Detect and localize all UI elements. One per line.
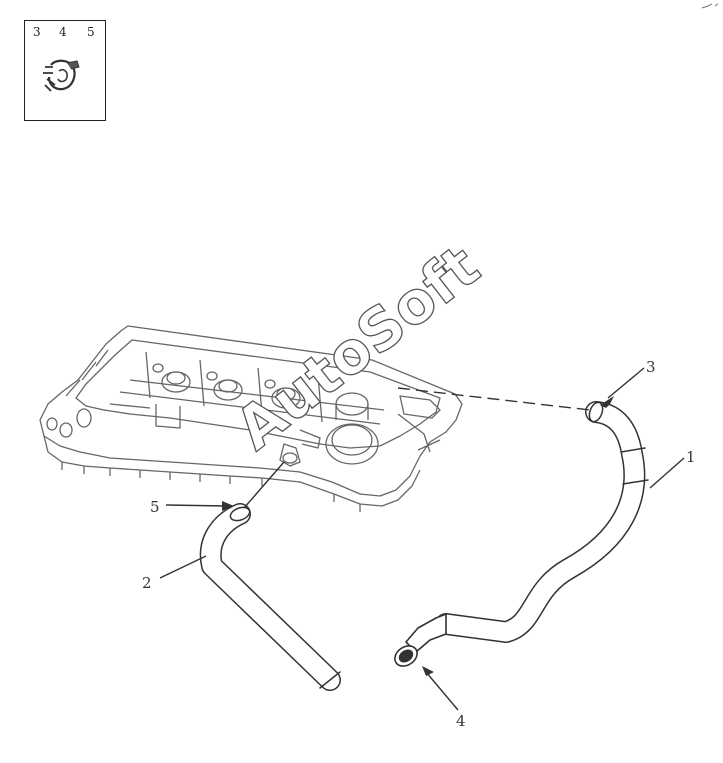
hose-2 xyxy=(199,503,341,691)
valve-cover xyxy=(39,325,463,512)
watermark: AutoSoft xyxy=(223,232,492,463)
callout-5: 5 xyxy=(150,498,160,516)
callout-5-arrowhead xyxy=(222,501,234,511)
callout-3-arrowhead xyxy=(600,396,614,408)
callout-4-arrowhead xyxy=(422,666,434,676)
legend-number-3: 3 xyxy=(33,25,41,39)
callout-1-leader xyxy=(649,457,685,489)
hose-clamp-icon xyxy=(43,59,80,92)
arrowheads xyxy=(222,396,614,676)
leader-lines xyxy=(159,367,685,711)
legend-number-4: 4 xyxy=(59,25,67,39)
callout-5-leader xyxy=(165,504,227,507)
callout-1: 1 xyxy=(686,448,696,466)
callout-4-leader xyxy=(425,671,459,711)
callout-3: 3 xyxy=(646,358,656,376)
callout-3-leader xyxy=(607,367,645,399)
elbow-fitting-4 xyxy=(394,613,447,667)
hose-1 xyxy=(435,401,649,643)
hose-2-connection-line xyxy=(243,461,285,509)
dashed-connection-line xyxy=(397,387,591,411)
corner-mark xyxy=(701,3,719,9)
callout-2-leader xyxy=(159,555,207,579)
callout-4: 4 xyxy=(456,712,466,730)
legend-box: 3 4 5 xyxy=(24,20,106,121)
legend-number-5: 5 xyxy=(87,25,95,39)
callout-2: 2 xyxy=(142,574,152,592)
